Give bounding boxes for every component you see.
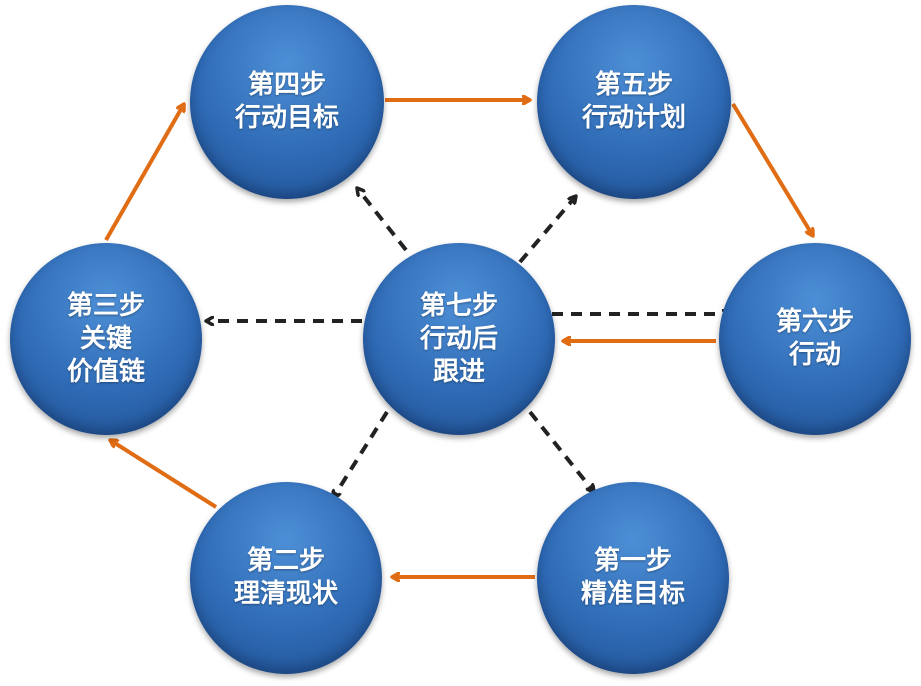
node-step6: 第六步 行动	[719, 243, 911, 435]
node-step5: 第五步 行动计划	[537, 5, 731, 199]
dashed-arrow-step7-to-step5	[518, 196, 576, 264]
node-step1: 第一步 精准目标	[537, 482, 729, 674]
dashed-arrow-step7-to-step4	[357, 188, 408, 252]
node-step3: 第三步 关键 价值链	[10, 243, 202, 435]
node-step2: 第二步 理清现状	[190, 482, 382, 674]
node-step1-label: 第一步 精准目标	[580, 546, 685, 609]
node-step7: 第七步 行动后 跟进	[363, 243, 555, 435]
dashed-arrow-step7-to-step1	[528, 410, 594, 492]
arrow-step5-to-step6	[731, 102, 813, 236]
node-step4: 第四步 行动目标	[190, 5, 384, 199]
node-step5-label: 第五步 行动计划	[581, 70, 686, 133]
arrow-step3-to-step4	[104, 104, 184, 241]
node-step4-label: 第四步 行动目标	[234, 70, 339, 133]
arrow-step2-to-step3	[110, 440, 218, 509]
node-step3-label: 第三步 关键 价值链	[66, 290, 145, 387]
dashed-arrow-step7-to-step2	[333, 410, 389, 498]
node-step7-label: 第七步 行动后 跟进	[419, 290, 498, 387]
node-step2-label: 第二步 理清现状	[233, 546, 338, 609]
node-step6-label: 第六步 行动	[775, 307, 854, 370]
